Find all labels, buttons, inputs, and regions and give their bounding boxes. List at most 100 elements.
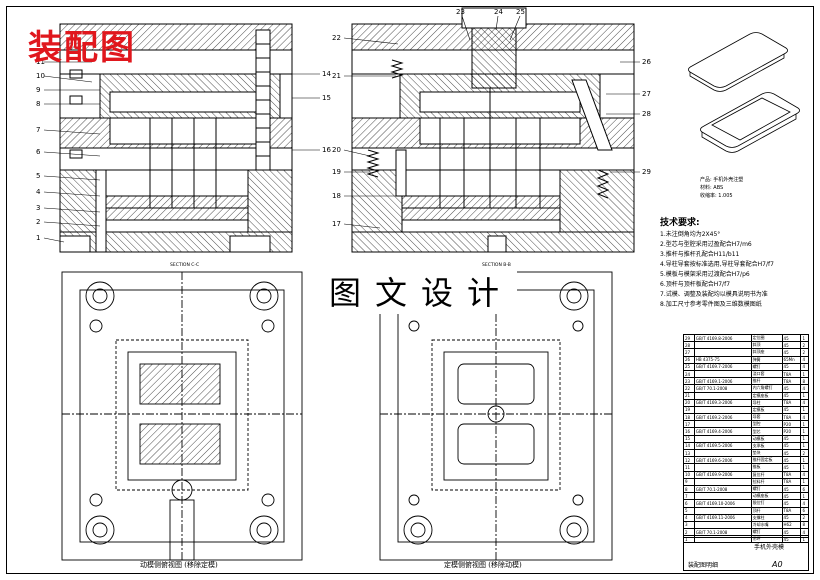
product-info: 产品: 手机外壳注塑 材料: ABS 收缩率: 1.005	[700, 176, 743, 200]
left-callouts: 11 10 9 8 7 6 5 4 3 2 1 14 15 16	[36, 58, 331, 242]
bom-cell: GB/T 4169.8-2006	[693, 333, 752, 343]
bom-cell: 20	[683, 398, 695, 407]
bom-cell: 动模板	[750, 434, 783, 443]
callout-19: 19	[332, 168, 341, 176]
bom-cell: 螺钉	[750, 528, 783, 537]
product-material: 材料: ABS	[700, 185, 724, 191]
bom-cell: 浇口套	[750, 369, 783, 379]
bom-cell: 6	[800, 484, 809, 494]
bom-cell: GB/T 4169.6-2006	[693, 456, 752, 465]
callout-6: 6	[36, 148, 41, 156]
bom-cell: 45	[781, 513, 802, 522]
bom-cell: 8	[683, 484, 695, 494]
bom-cell: 45	[781, 348, 802, 357]
bom-cell: 定模板	[750, 405, 783, 415]
bom-cell: 45	[781, 463, 802, 472]
right-callouts: 22 23 24 25 21 20 19 18 17 26 27 28 29	[332, 8, 651, 228]
bom-cell: T8A	[781, 413, 802, 422]
bom-cell: 4	[683, 513, 695, 522]
callout-9: 9	[36, 86, 40, 94]
bom-cell: GB/T 4169.11-2006	[693, 513, 752, 522]
section-cc-label: SECTION C-C	[170, 262, 199, 268]
bom-cell: 45	[781, 333, 802, 343]
bom-cell: 14	[683, 441, 695, 451]
bom-cell: 1	[800, 456, 809, 465]
product-shrink: 收缩率: 1.005	[700, 193, 733, 199]
callout-8: 8	[36, 100, 40, 108]
bom-cell: 45	[781, 391, 802, 400]
bom-cell: 12	[683, 456, 695, 465]
bom-cell: GB/T 70.1-2008	[693, 384, 752, 393]
bom-cell: 45	[781, 448, 802, 458]
drawing-title: 装配图	[28, 28, 136, 68]
bottom-left-caption: 动模侧俯视图 (移除定模)	[140, 561, 218, 569]
bom-cell	[693, 348, 752, 357]
bom-cell: 27	[683, 348, 695, 357]
bom-cell: GB/T 4169.1-2006	[693, 377, 752, 386]
bom-cell: 7	[683, 492, 695, 501]
tech-item: 3.推杆与推杆孔配合H11/b11	[660, 251, 740, 258]
bom-cell: 推杆固定板	[750, 456, 783, 465]
tech-item: 7.试模、调整及装配均以模具说明书为准	[660, 291, 768, 298]
bom-cell: 4	[800, 362, 809, 371]
bom-cell: 斜顶座	[750, 348, 783, 357]
bom-cell	[693, 463, 752, 472]
bom-cell: 1	[800, 434, 809, 443]
bom-cell: T8A	[781, 398, 802, 407]
callout-2: 2	[36, 218, 40, 226]
bom-cell: 6	[800, 506, 809, 515]
bom-cell	[693, 506, 752, 515]
callout-25: 25	[516, 8, 525, 16]
bom-cell: 螺钉	[750, 362, 783, 371]
bom-cell: 6	[683, 499, 695, 508]
bom-cell: 4	[800, 398, 809, 407]
bom-cell: 22	[683, 384, 695, 393]
bom-cell: 45	[781, 362, 802, 371]
bom-cell: 18	[683, 413, 695, 422]
bom-cell: 17	[683, 420, 695, 429]
bom-cell	[693, 492, 752, 501]
bom-cell: 3	[683, 520, 695, 530]
callout-28: 28	[642, 110, 651, 118]
bom-cell: P20	[781, 427, 802, 436]
bom-cell: 45	[781, 434, 802, 443]
bom-cell: 1	[800, 405, 809, 415]
tech-heading: 技术要求:	[660, 218, 700, 228]
bom-cell: 16	[683, 427, 695, 436]
title-block: 手机外壳模 A0 装配图明细	[683, 537, 809, 571]
bom-cell: 推杆	[750, 377, 783, 386]
bom-cell: 4	[800, 499, 809, 508]
bom-cell: 45	[781, 528, 802, 537]
bom-cell: P20	[781, 420, 802, 429]
bom-cell: 23	[683, 377, 695, 386]
bom-cell: 19	[683, 405, 695, 415]
callout-26: 26	[642, 58, 651, 66]
bom-cell: 螺钉	[750, 484, 783, 494]
bom-cell: 冷却水嘴	[750, 520, 783, 530]
tech-item: 5.模板与模架采用过渡配合H7/p6	[660, 271, 750, 278]
bom-cell	[693, 520, 752, 530]
bom-cell: 45	[781, 405, 802, 415]
bom-cell: 定模座板	[750, 391, 783, 400]
bom-cell: 动模座板	[750, 492, 783, 501]
bom-cell: 4	[800, 384, 809, 393]
callout-15: 15	[322, 94, 331, 102]
bom-cell: GB/T 70.1-2008	[693, 528, 752, 537]
bom-cell: 45	[781, 484, 802, 494]
callout-18: 18	[332, 192, 341, 200]
bom-cell: 8	[800, 377, 809, 386]
watermark-text: 图文设计	[325, 268, 518, 314]
